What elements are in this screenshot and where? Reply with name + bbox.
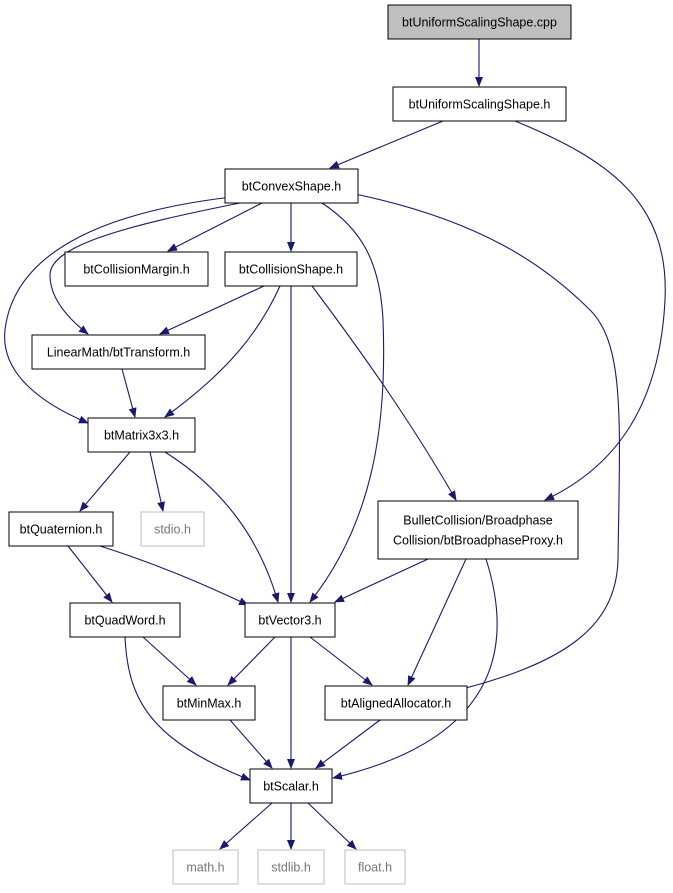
edge-bt-uniform-scaling-shape-h-to-bt-convex-shape-h — [329, 120, 444, 169]
node-bt-quaternion-h[interactable]: btQuaternion.h — [8, 511, 114, 547]
edge-bt-collision-shape-h-to-linear-math-bt-transform-h — [159, 285, 265, 335]
node-bt-matrix3x3-h[interactable]: btMatrix3x3.h — [87, 417, 196, 453]
node-label: btQuadWord.h — [84, 614, 165, 628]
node-label: btCollisionMargin.h — [83, 263, 189, 277]
node-box — [324, 685, 468, 721]
node-box — [344, 849, 406, 885]
node-label: float.h — [358, 861, 392, 875]
node-box — [64, 251, 209, 287]
node-box — [224, 168, 359, 204]
node-math-h[interactable]: math.h — [172, 849, 239, 885]
node-box — [392, 86, 567, 122]
edge-bt-min-max-h-to-bt-scalar-h — [229, 719, 273, 769]
node-bt-collision-shape-h[interactable]: btCollisionShape.h — [224, 251, 358, 287]
node-label: btScalar.h — [263, 780, 319, 794]
node-box — [31, 334, 206, 370]
node-box — [387, 4, 572, 40]
node-label: btConvexShape.h — [242, 180, 341, 194]
node-bt-vector3-h[interactable]: btVector3.h — [244, 602, 336, 638]
node-label: btMatrix3x3.h — [104, 429, 179, 443]
nodes-layer: btUniformScalingShape.cpp btUniformScalin… — [8, 4, 579, 885]
node-box — [87, 417, 196, 453]
edge-bt-quaternion-h-to-bt-vector3-h — [99, 545, 249, 606]
node-stdio-h[interactable]: stdio.h — [140, 511, 205, 547]
edge-bt-vector3-h-to-bt-aligned-allocator-h — [309, 636, 373, 686]
node-label: LinearMath/btTransform.h — [47, 346, 190, 360]
node-box — [244, 602, 336, 638]
node-label: btVector3.h — [258, 614, 321, 628]
edge-bt-matrix3x3-h-to-stdio-h — [149, 451, 165, 512]
node-bt-uniform-scaling-shape-cpp[interactable]: btUniformScalingShape.cpp — [387, 4, 572, 40]
node-bt-broadphase-proxy-h[interactable]: BulletCollision/BroadphaseCollision/btBr… — [377, 500, 579, 560]
edge-bt-collision-shape-h-to-bt-matrix3x3-h — [164, 285, 281, 418]
node-box — [224, 251, 358, 287]
edge-bt-quaternion-h-to-bt-quad-word-h — [67, 545, 113, 603]
edge-bt-convex-shape-h-to-bt-matrix3x3-h — [4, 196, 233, 424]
node-label: btAlignedAllocator.h — [341, 697, 452, 711]
node-label: BulletCollision/Broadphase — [403, 514, 552, 528]
node-box — [162, 685, 256, 721]
edge-bt-broadphase-proxy-h-to-bt-vector3-h — [334, 558, 429, 603]
node-box — [257, 849, 325, 885]
edge-bt-scalar-h-to-math-h — [219, 802, 273, 850]
node-label: btCollisionShape.h — [239, 263, 343, 277]
edge-bt-quad-word-h-to-bt-min-max-h — [142, 636, 197, 686]
node-bt-scalar-h[interactable]: btScalar.h — [249, 768, 333, 804]
node-bt-uniform-scaling-shape-h[interactable]: btUniformScalingShape.h — [392, 86, 567, 122]
edge-bt-aligned-allocator-h-to-bt-scalar-h — [315, 719, 381, 769]
node-bt-aligned-allocator-h[interactable]: btAlignedAllocator.h — [324, 685, 468, 721]
edge-bt-convex-shape-h-to-bt-collision-margin-h — [167, 202, 263, 252]
edge-bt-broadphase-proxy-h-to-bt-scalar-h — [332, 558, 498, 780]
node-bt-min-max-h[interactable]: btMinMax.h — [162, 685, 256, 721]
edges-layer — [4, 39, 666, 850]
edge-bt-scalar-h-to-float-h — [307, 802, 357, 850]
node-stdlib-h[interactable]: stdlib.h — [257, 849, 325, 885]
edge-bt-matrix3x3-h-to-bt-vector3-h — [164, 451, 280, 603]
node-label: math.h — [186, 861, 224, 875]
edge-bt-convex-shape-h-to-linear-math-bt-transform-h — [49, 202, 241, 335]
edge-linear-math-bt-transform-h-to-bt-matrix3x3-h — [121, 368, 137, 418]
node-box — [377, 500, 579, 560]
node-box — [249, 768, 333, 804]
node-linear-math-bt-transform-h[interactable]: LinearMath/btTransform.h — [31, 334, 206, 370]
edge-bt-vector3-h-to-bt-min-max-h — [227, 636, 276, 686]
edge-bt-uniform-scaling-shape-h-to-bt-broadphase-proxy-h — [514, 120, 666, 501]
node-label: Collision/btBroadphaseProxy.h — [393, 534, 563, 548]
edge-bt-convex-shape-h-to-bt-aligned-allocator-h — [354, 193, 620, 694]
edge-bt-quad-word-h-to-bt-scalar-h — [124, 636, 251, 781]
node-bt-quad-word-h[interactable]: btQuadWord.h — [69, 602, 181, 638]
node-label: btUniformScalingShape.h — [409, 98, 551, 112]
edge-bt-convex-shape-h-to-bt-vector3-h — [309, 202, 385, 603]
edge-bt-broadphase-proxy-h-to-bt-aligned-allocator-h — [407, 558, 467, 686]
node-box — [140, 511, 205, 547]
node-label: btUniformScalingShape.cpp — [402, 16, 557, 30]
node-float-h[interactable]: float.h — [344, 849, 406, 885]
node-box — [8, 511, 114, 547]
node-box — [172, 849, 239, 885]
node-label: stdlib.h — [271, 861, 311, 875]
node-box — [69, 602, 181, 638]
node-label: btMinMax.h — [177, 697, 242, 711]
node-label: btQuaternion.h — [20, 523, 103, 537]
edge-bt-matrix3x3-h-to-bt-quaternion-h — [79, 451, 131, 512]
edge-bt-collision-shape-h-to-bt-broadphase-proxy-h — [311, 285, 457, 501]
node-label: stdio.h — [154, 523, 191, 537]
node-bt-convex-shape-h[interactable]: btConvexShape.h — [224, 168, 359, 204]
node-bt-collision-margin-h[interactable]: btCollisionMargin.h — [64, 251, 209, 287]
